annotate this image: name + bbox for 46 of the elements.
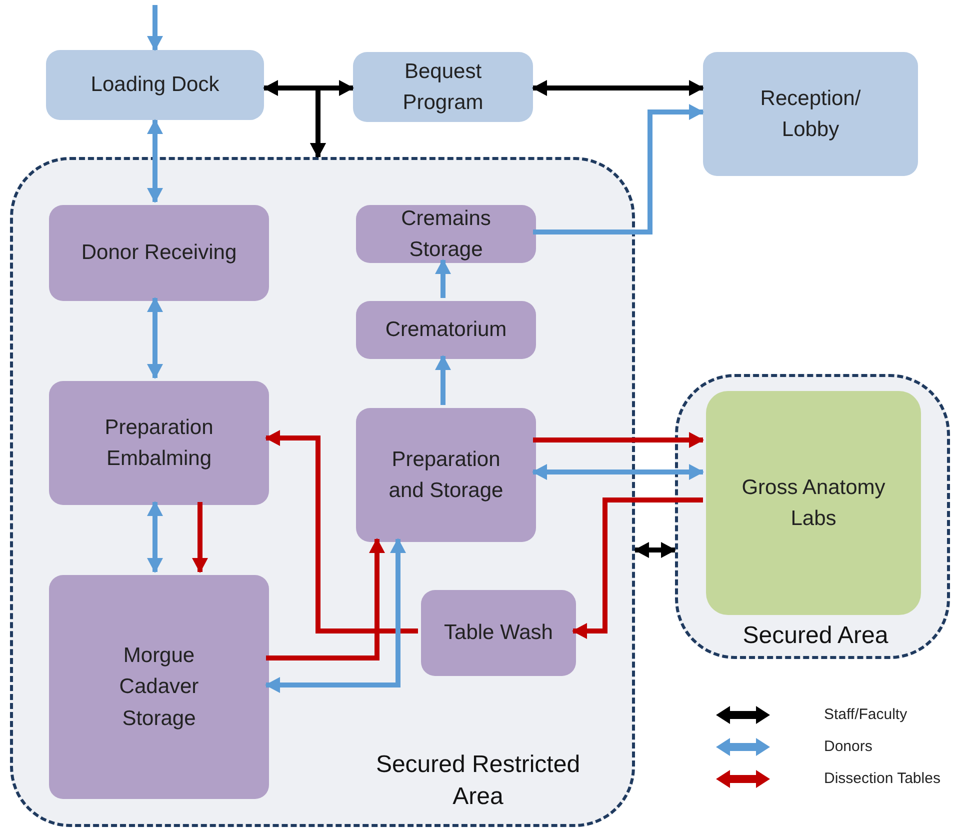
area-label: Secured Restricted Area (374, 750, 582, 812)
room-label: Morgue Cadaver Storage (118, 642, 200, 732)
room-box (703, 52, 918, 176)
arrow (147, 119, 163, 203)
room-label: Bequest Program (402, 58, 484, 116)
arrow (435, 259, 451, 298)
room-label: Preparation and Storage (388, 446, 504, 504)
room-label: Preparation Embalming (104, 414, 214, 472)
room-label: Cremains Storage (400, 206, 492, 263)
room-box (353, 52, 533, 122)
legend-label: Donors (824, 738, 872, 755)
arrow (265, 538, 406, 693)
arrow (265, 430, 418, 634)
room-box (356, 408, 536, 542)
room-label: Gross Anatomy Labs (740, 474, 886, 532)
arrow (192, 502, 208, 573)
room-box (46, 50, 264, 120)
room-box (49, 205, 269, 301)
arrow (572, 498, 703, 639)
legend-label: Staff/Faculty (824, 706, 908, 723)
secured-area-region (675, 374, 950, 659)
room-label: Table Wash (443, 620, 554, 646)
arrow (532, 80, 704, 96)
room-box (49, 575, 269, 799)
room-label: Loading Dock (90, 72, 220, 98)
room-box (356, 301, 536, 359)
secured-area-region (10, 157, 635, 827)
arrow (533, 104, 704, 234)
room-box (49, 381, 269, 505)
room-label: Donor Receiving (80, 240, 238, 266)
arrow (533, 432, 704, 448)
room-box (356, 205, 536, 263)
arrow (263, 80, 354, 96)
arrow (147, 5, 163, 51)
legend-label: Dissection Tables (824, 770, 940, 787)
arrow (634, 542, 676, 558)
arrow (532, 464, 704, 480)
lab-box (706, 391, 921, 615)
arrow (435, 355, 451, 405)
room-box (421, 590, 576, 676)
arrow (147, 501, 163, 573)
arrow (266, 538, 385, 660)
arrow (147, 297, 163, 379)
room-label: Reception/ Lobby (759, 86, 862, 143)
area-label: Secured Area (742, 621, 890, 651)
room-label: Crematorium (384, 317, 508, 344)
